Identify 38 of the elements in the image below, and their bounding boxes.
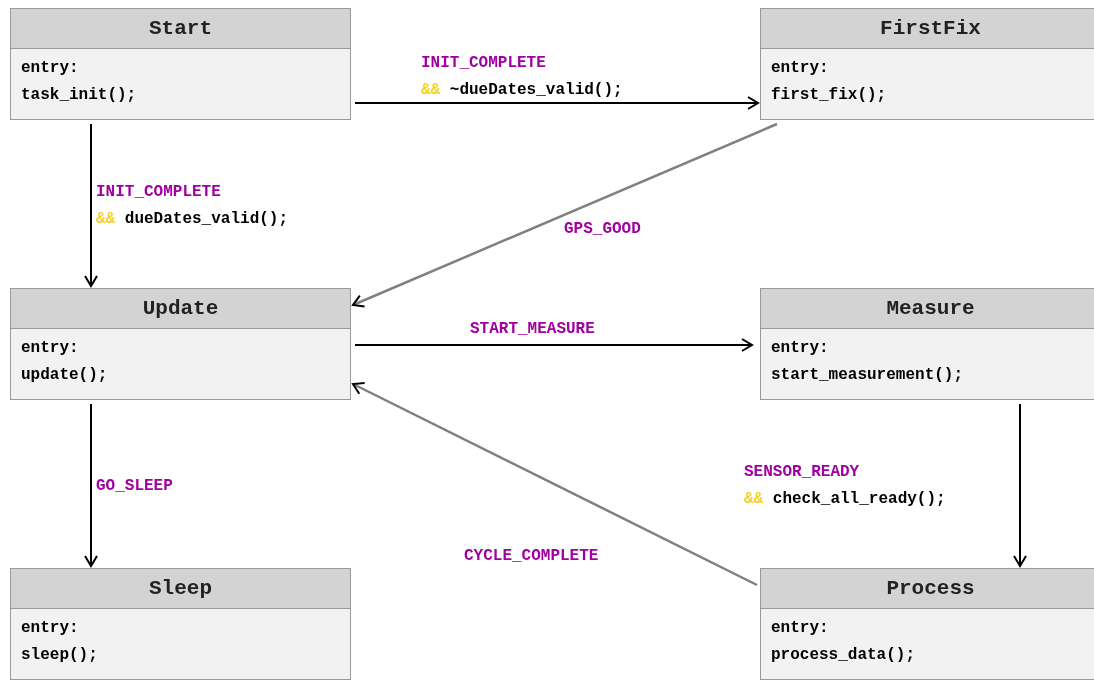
edge-label: INIT_COMPLETE && dueDates_valid();	[96, 182, 289, 230]
state-box	[10, 568, 351, 680]
state-header: Update	[11, 289, 350, 329]
entry-action: entry:	[771, 338, 830, 359]
entry-action: entry:	[21, 58, 80, 79]
entry-action: entry:	[21, 338, 80, 359]
edge-label: SENSOR_READY && check_all_ready();	[744, 462, 946, 510]
state-header: Process	[761, 569, 1094, 609]
state-box	[760, 8, 1094, 120]
state-header: Sleep	[11, 569, 350, 609]
edge-label: GPS_GOOD	[564, 219, 641, 240]
entry-action: first_fix();	[771, 85, 888, 106]
arrow	[352, 382, 758, 587]
arrow	[354, 96, 759, 110]
entry-action: task_init();	[21, 85, 138, 106]
state-header: Start	[11, 9, 350, 49]
entry-action: sleep();	[21, 645, 99, 666]
entry-action: start_measurement();	[771, 365, 965, 386]
arrow	[352, 122, 778, 308]
entry-action: entry:	[771, 58, 830, 79]
arrow	[84, 403, 98, 567]
entry-action: process_data();	[771, 645, 917, 666]
state-box	[10, 8, 351, 120]
entry-action: entry:	[771, 618, 830, 639]
edge-label: GO_SLEEP	[96, 476, 173, 497]
state-box	[10, 288, 351, 400]
edge-label: START_MEASURE	[470, 319, 595, 340]
state-box	[760, 288, 1094, 400]
edge-label: CYCLE_COMPLETE	[464, 546, 599, 567]
arrow	[84, 123, 98, 287]
edge-label: INIT_COMPLETE && ~dueDates_valid();	[421, 53, 623, 101]
entry-action: entry:	[21, 618, 80, 639]
state-header: FirstFix	[761, 9, 1094, 49]
state-box	[760, 568, 1094, 680]
arrow	[1013, 403, 1027, 567]
entry-action: update();	[21, 365, 109, 386]
state-header: Measure	[761, 289, 1094, 329]
arrow	[354, 338, 753, 352]
